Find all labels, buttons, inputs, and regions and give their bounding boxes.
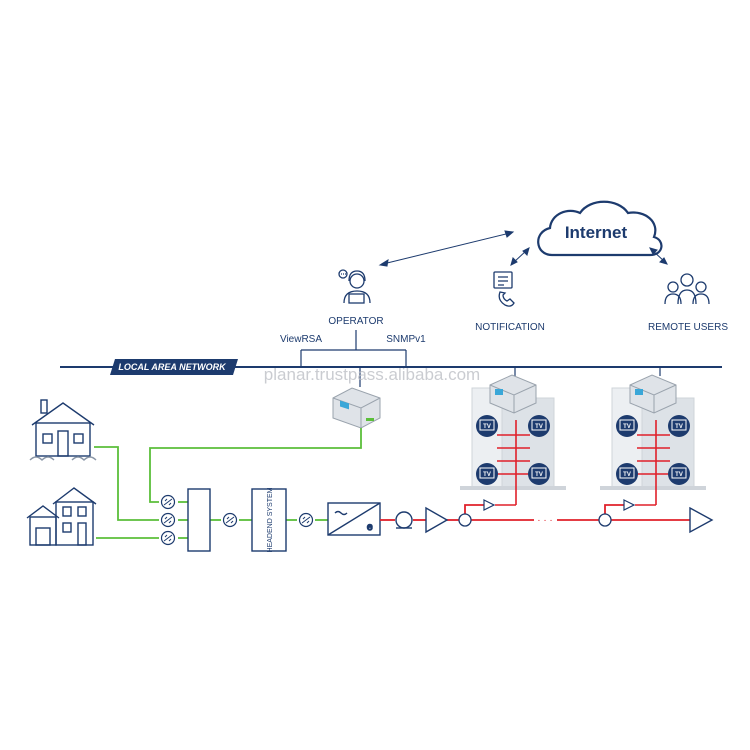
operator-label: OPERATOR: [328, 316, 383, 327]
lan-tag: LOCAL AREA NETWORK: [110, 359, 238, 375]
tv-icon: TV: [476, 463, 498, 485]
amplifier-icon: [623, 499, 636, 511]
tv-icon: TV: [528, 463, 550, 485]
svg-text:TV: TV: [535, 424, 543, 430]
splitter-icon: [598, 513, 612, 527]
building-1: TV TV TV TV: [460, 374, 566, 506]
svg-text:TV: TV: [483, 424, 491, 430]
amplifier-icon: [483, 499, 496, 511]
tv-icon: TV: [668, 463, 690, 485]
svg-text:TV: TV: [675, 424, 683, 430]
tv-icon: TV: [616, 463, 638, 485]
remote-users-label: REMOTE USERS: [648, 322, 728, 333]
phone-notification-icon: [493, 271, 515, 307]
coax-continuation: · · ·: [537, 515, 553, 526]
cloud-icon: [537, 200, 663, 257]
fiber-lines: [94, 428, 362, 539]
notification-label: NOTIFICATION: [475, 322, 545, 333]
splitter-icon: [458, 513, 472, 527]
tv-icon: TV: [528, 415, 550, 437]
house-icon: [26, 487, 97, 546]
coax-lines: [380, 504, 690, 521]
headend-label: HEADEND SYSTEM: [267, 487, 274, 552]
svg-text:TV: TV: [535, 472, 543, 478]
building-2: TV TV TV TV: [600, 374, 706, 506]
operator-icon: [338, 269, 371, 304]
headend-system-box: HEADEND SYSTEM: [251, 487, 287, 552]
monitoring-device-icon: [332, 387, 381, 429]
svg-text:e: e: [367, 522, 373, 533]
svg-text:TV: TV: [623, 472, 631, 478]
svg-text:TV: TV: [675, 472, 683, 478]
svg-text:TV: TV: [623, 424, 631, 430]
internet-label: Internet: [565, 223, 628, 242]
internet-cloud: Internet: [537, 200, 663, 257]
monitoring-device-icon: [629, 374, 677, 414]
tv-icon: TV: [668, 415, 690, 437]
protocol-bracket: [300, 330, 407, 366]
house-icon: [29, 399, 97, 461]
converter-icon: e: [327, 502, 381, 536]
connector-marks: [163, 498, 311, 542]
tv-icon: TV: [616, 415, 638, 437]
cloud-links: [378, 230, 668, 267]
protocol-snmpv1: SNMPv1: [386, 334, 426, 345]
monitoring-device-icon: [489, 374, 537, 414]
protocol-viewrsa: ViewRSA: [280, 334, 322, 345]
lan-label: LOCAL AREA NETWORK: [118, 362, 227, 372]
svg-text:TV: TV: [483, 472, 491, 478]
tv-icon: TV: [476, 415, 498, 437]
coil-icon: [395, 511, 413, 529]
switch-box: [187, 488, 211, 552]
remote-users-icon: [664, 273, 710, 305]
watermark-text: planar.trustpass.alibaba.com: [264, 365, 480, 384]
amplifier-icon: [689, 506, 714, 534]
amplifier-icon: [425, 506, 449, 534]
